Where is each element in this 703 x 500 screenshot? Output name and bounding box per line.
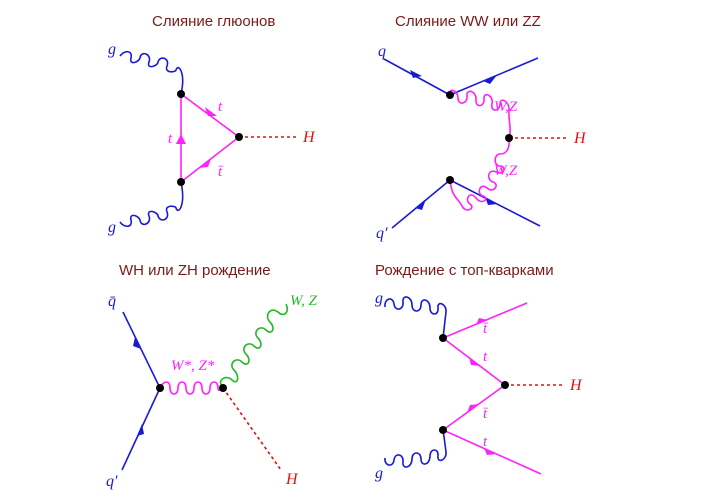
label-higgs: H: [285, 471, 299, 488]
arrow: [485, 197, 498, 205]
label-q: q: [378, 43, 386, 60]
label-g-upper: g: [108, 41, 116, 58]
vertex: [446, 176, 454, 184]
label-qbar: q̄: [108, 293, 116, 310]
arrow: [415, 199, 426, 210]
vertex: [177, 90, 185, 98]
label-t-left: t: [168, 131, 173, 147]
label-qprime: q′: [106, 473, 118, 490]
boson-line-lower: [449, 137, 510, 211]
label-g-lower: g: [108, 219, 116, 236]
arrow: [137, 424, 144, 436]
label-wz-upper: W,Z: [494, 99, 518, 115]
title-vector-boson-fusion: Слияние WW или ZZ: [395, 13, 541, 30]
arrow-left: [176, 134, 186, 144]
arrow-lower: [199, 159, 211, 168]
boson-line-wz: [219, 303, 289, 389]
vertex: [439, 334, 447, 342]
label-qprime: q′: [376, 225, 388, 242]
arrow: [467, 404, 479, 413]
arrow: [410, 70, 422, 78]
label-tbar-upper: t̄: [483, 321, 489, 337]
vertex: [505, 134, 513, 142]
higgs-line: [222, 387, 282, 471]
title-gluon-fusion: Слияние глюонов: [152, 13, 276, 30]
label-tbar-lower: t̄: [218, 164, 224, 180]
vertex: [235, 133, 243, 141]
arrow-upper: [205, 107, 217, 116]
label-t-lower: t: [483, 434, 488, 450]
panel-ttH-production: g g t̄ t t̄ t H: [375, 290, 583, 482]
vertex: [446, 91, 454, 99]
boson-line-offshell: [159, 381, 224, 395]
gluon-line-lower: [384, 429, 447, 468]
vertex: [501, 381, 509, 389]
vertex: [177, 178, 185, 186]
panel-vector-boson-fusion: q q′ W,Z W,Z H: [376, 43, 587, 242]
label-tbar-lower-mid: t̄: [483, 406, 489, 422]
boson-line-upper: [448, 89, 511, 139]
arrow: [483, 75, 497, 84]
arrow: [133, 337, 141, 349]
vertex: [439, 426, 447, 434]
title-associated-production: WH или ZH рождение: [119, 262, 271, 279]
label-higgs: H: [573, 130, 587, 147]
label-wz-lower: W,Z: [494, 163, 518, 179]
gluon-line-lower: [119, 181, 184, 228]
arrow: [484, 448, 497, 455]
label-t-upper-mid: t: [483, 349, 488, 365]
gluon-line-upper: [119, 50, 184, 95]
gluon-line-upper: [384, 296, 447, 339]
label-higgs: H: [569, 377, 583, 394]
label-g-lower: g: [375, 465, 383, 482]
label-t-upper: t: [218, 99, 223, 115]
title-ttH-production: Рождение с топ-кварками: [375, 262, 554, 279]
vertex: [156, 384, 164, 392]
vertex: [219, 384, 227, 392]
panel-gluon-fusion: g g t t t̄ H: [108, 41, 316, 236]
label-wz: W, Z: [290, 293, 318, 309]
label-boson-star: W*, Z*: [171, 358, 215, 374]
arrow: [469, 357, 481, 366]
panel-associated-production: q̄ q′ W*, Z* W, Z H: [106, 293, 318, 490]
label-g-upper: g: [375, 290, 383, 307]
label-higgs: H: [302, 129, 316, 146]
top-quark-line-lower: [180, 136, 240, 183]
antiquark-line: [122, 311, 161, 389]
arrow: [476, 318, 488, 325]
